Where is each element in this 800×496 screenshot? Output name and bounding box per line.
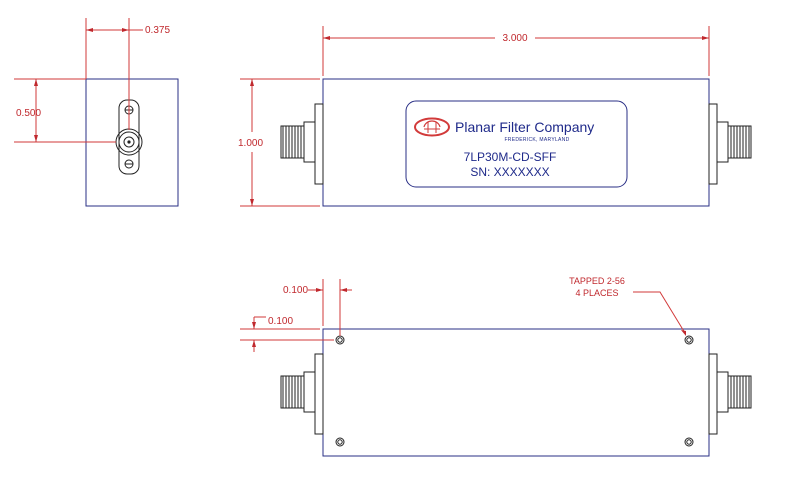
dim-body-length: 3.000 [502, 33, 527, 44]
side-view: Planar Filter Company FREDERICK, MARYLAN… [238, 26, 752, 207]
top-view: 0.100 0.100 TAPPED 2-56 4 PLACES [240, 276, 752, 457]
dim-end-height: 0.500 [16, 108, 41, 119]
mounting-hole-top-right [684, 335, 694, 345]
top-view-body [322, 328, 710, 457]
mounting-hole-top-left [335, 335, 345, 345]
dim-hole-y: 0.100 [268, 316, 293, 327]
mounting-hole-bottom-left [335, 437, 345, 447]
company-location: FREDERICK, MARYLAND [504, 137, 569, 143]
side-left-connector [280, 103, 324, 185]
mounting-hole-bottom-right [684, 437, 694, 447]
dim-hole-x: 0.100 [283, 285, 308, 296]
label-plate [405, 100, 628, 188]
end-view: 0.375 0.500 [14, 18, 179, 207]
side-right-connector [708, 103, 752, 185]
serial-number: SN: XXXXXXX [470, 165, 549, 179]
top-left-connector [280, 353, 324, 435]
dim-end-width: 0.375 [145, 25, 170, 36]
top-right-connector [708, 353, 752, 435]
note-places: 4 PLACES [575, 288, 618, 298]
company-logo [414, 117, 450, 137]
company-name: Planar Filter Company [455, 119, 594, 135]
note-tapped: TAPPED 2-56 [569, 276, 625, 286]
note-leader [633, 291, 686, 334]
part-number: 7LP30M-CD-SFF [464, 150, 557, 164]
dim-body-height: 1.000 [238, 138, 263, 149]
